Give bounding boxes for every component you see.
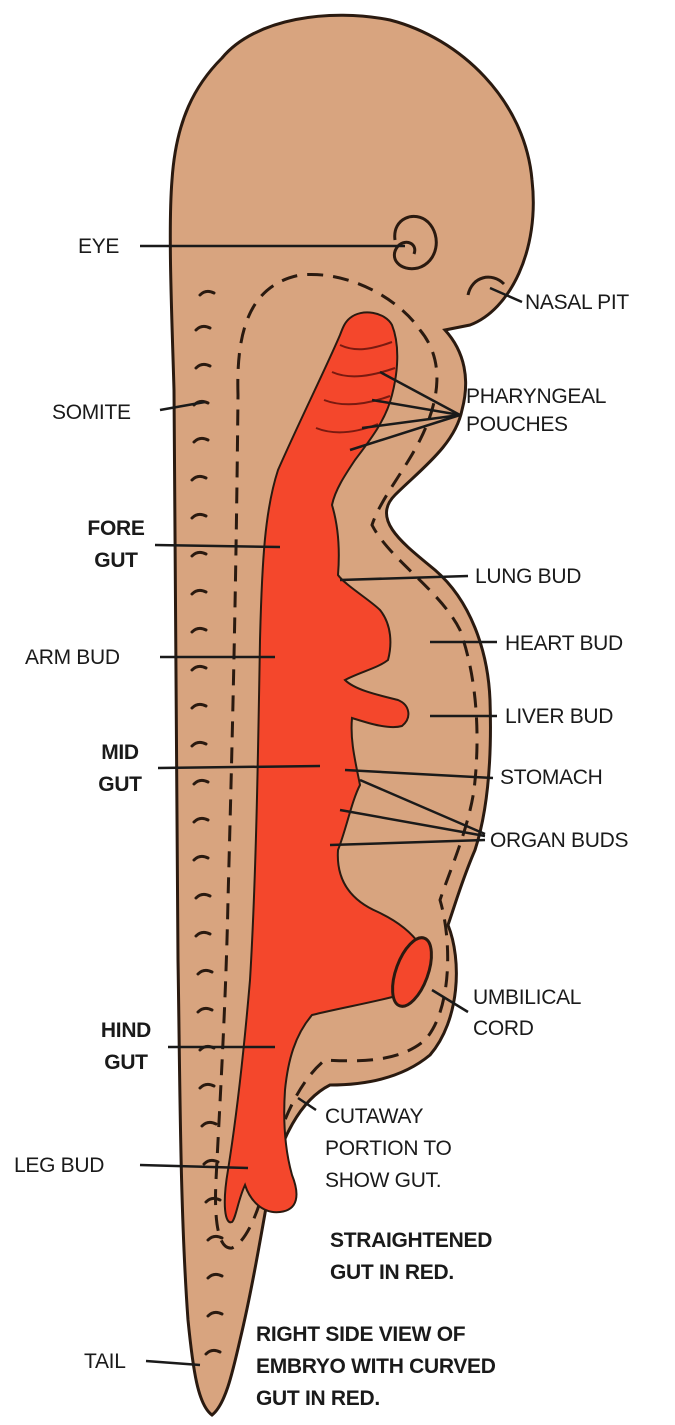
label-pharyngeal-pouches-line2: POUCHES (466, 412, 568, 437)
label-liver-bud: LIVER BUD (505, 704, 613, 729)
label-pharyngeal-pouches-line1: PHARYNGEAL (466, 384, 606, 409)
label-somite: SOMITE (52, 400, 131, 425)
label-eye: EYE (78, 234, 119, 259)
label-umbilical-cord-line1: UMBILICAL (473, 985, 581, 1010)
label-mid-gut-line1: MID (80, 740, 160, 765)
label-cutaway-line2: PORTION TO (325, 1136, 452, 1161)
label-straightened-line2: GUT IN RED. (330, 1260, 454, 1285)
label-fore-gut-line2: GUT (76, 548, 156, 573)
label-mid-gut-line2: GUT (80, 772, 160, 797)
label-arm-bud: ARM BUD (25, 645, 120, 670)
caption-line3: GUT IN RED. (256, 1386, 380, 1411)
label-lung-bud: LUNG BUD (475, 564, 581, 589)
label-cutaway-line3: SHOW GUT. (325, 1168, 441, 1193)
label-organ-buds: ORGAN BUDS (490, 828, 628, 853)
label-cutaway-line1: CUTAWAY (325, 1104, 423, 1129)
label-fore-gut-line1: FORE (76, 516, 156, 541)
caption-line1: RIGHT SIDE VIEW OF (256, 1322, 465, 1347)
label-heart-bud: HEART BUD (505, 631, 623, 656)
caption-line2: EMBRYO WITH CURVED (256, 1354, 496, 1379)
label-nasal-pit: NASAL PIT (525, 290, 629, 315)
label-hind-gut-line1: HIND (86, 1018, 166, 1043)
label-stomach: STOMACH (500, 765, 603, 790)
label-leg-bud: LEG BUD (14, 1153, 104, 1178)
label-tail: TAIL (84, 1349, 126, 1374)
label-umbilical-cord-line2: CORD (473, 1016, 534, 1041)
label-straightened-line1: STRAIGHTENED (330, 1228, 492, 1253)
label-hind-gut-line2: GUT (86, 1050, 166, 1075)
